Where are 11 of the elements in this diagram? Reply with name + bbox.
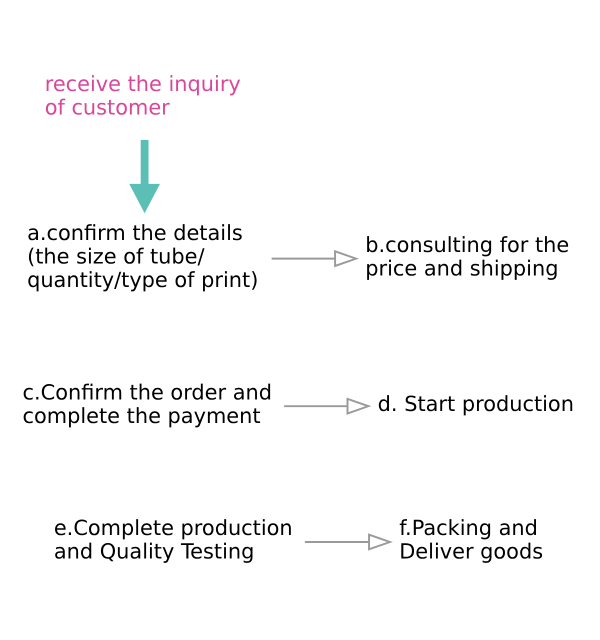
node-text: a.confirm the details (the size of tube/ quantity/type of print) [27,221,258,292]
node-text: b.consulting for the price and shipping [365,232,570,280]
arrow [272,250,359,268]
node-text: e.Complete production and Quality Testing [54,516,293,564]
arrow [304,533,393,551]
node-text: receive the inquiry of customer [44,72,241,120]
arrow [129,140,160,214]
arrow [284,397,372,415]
node-text: f.Packing and Deliver goods [399,516,544,564]
node-text: c.Confirm the order and complete the payment [22,380,272,428]
node-text: d. Start production [378,392,574,416]
